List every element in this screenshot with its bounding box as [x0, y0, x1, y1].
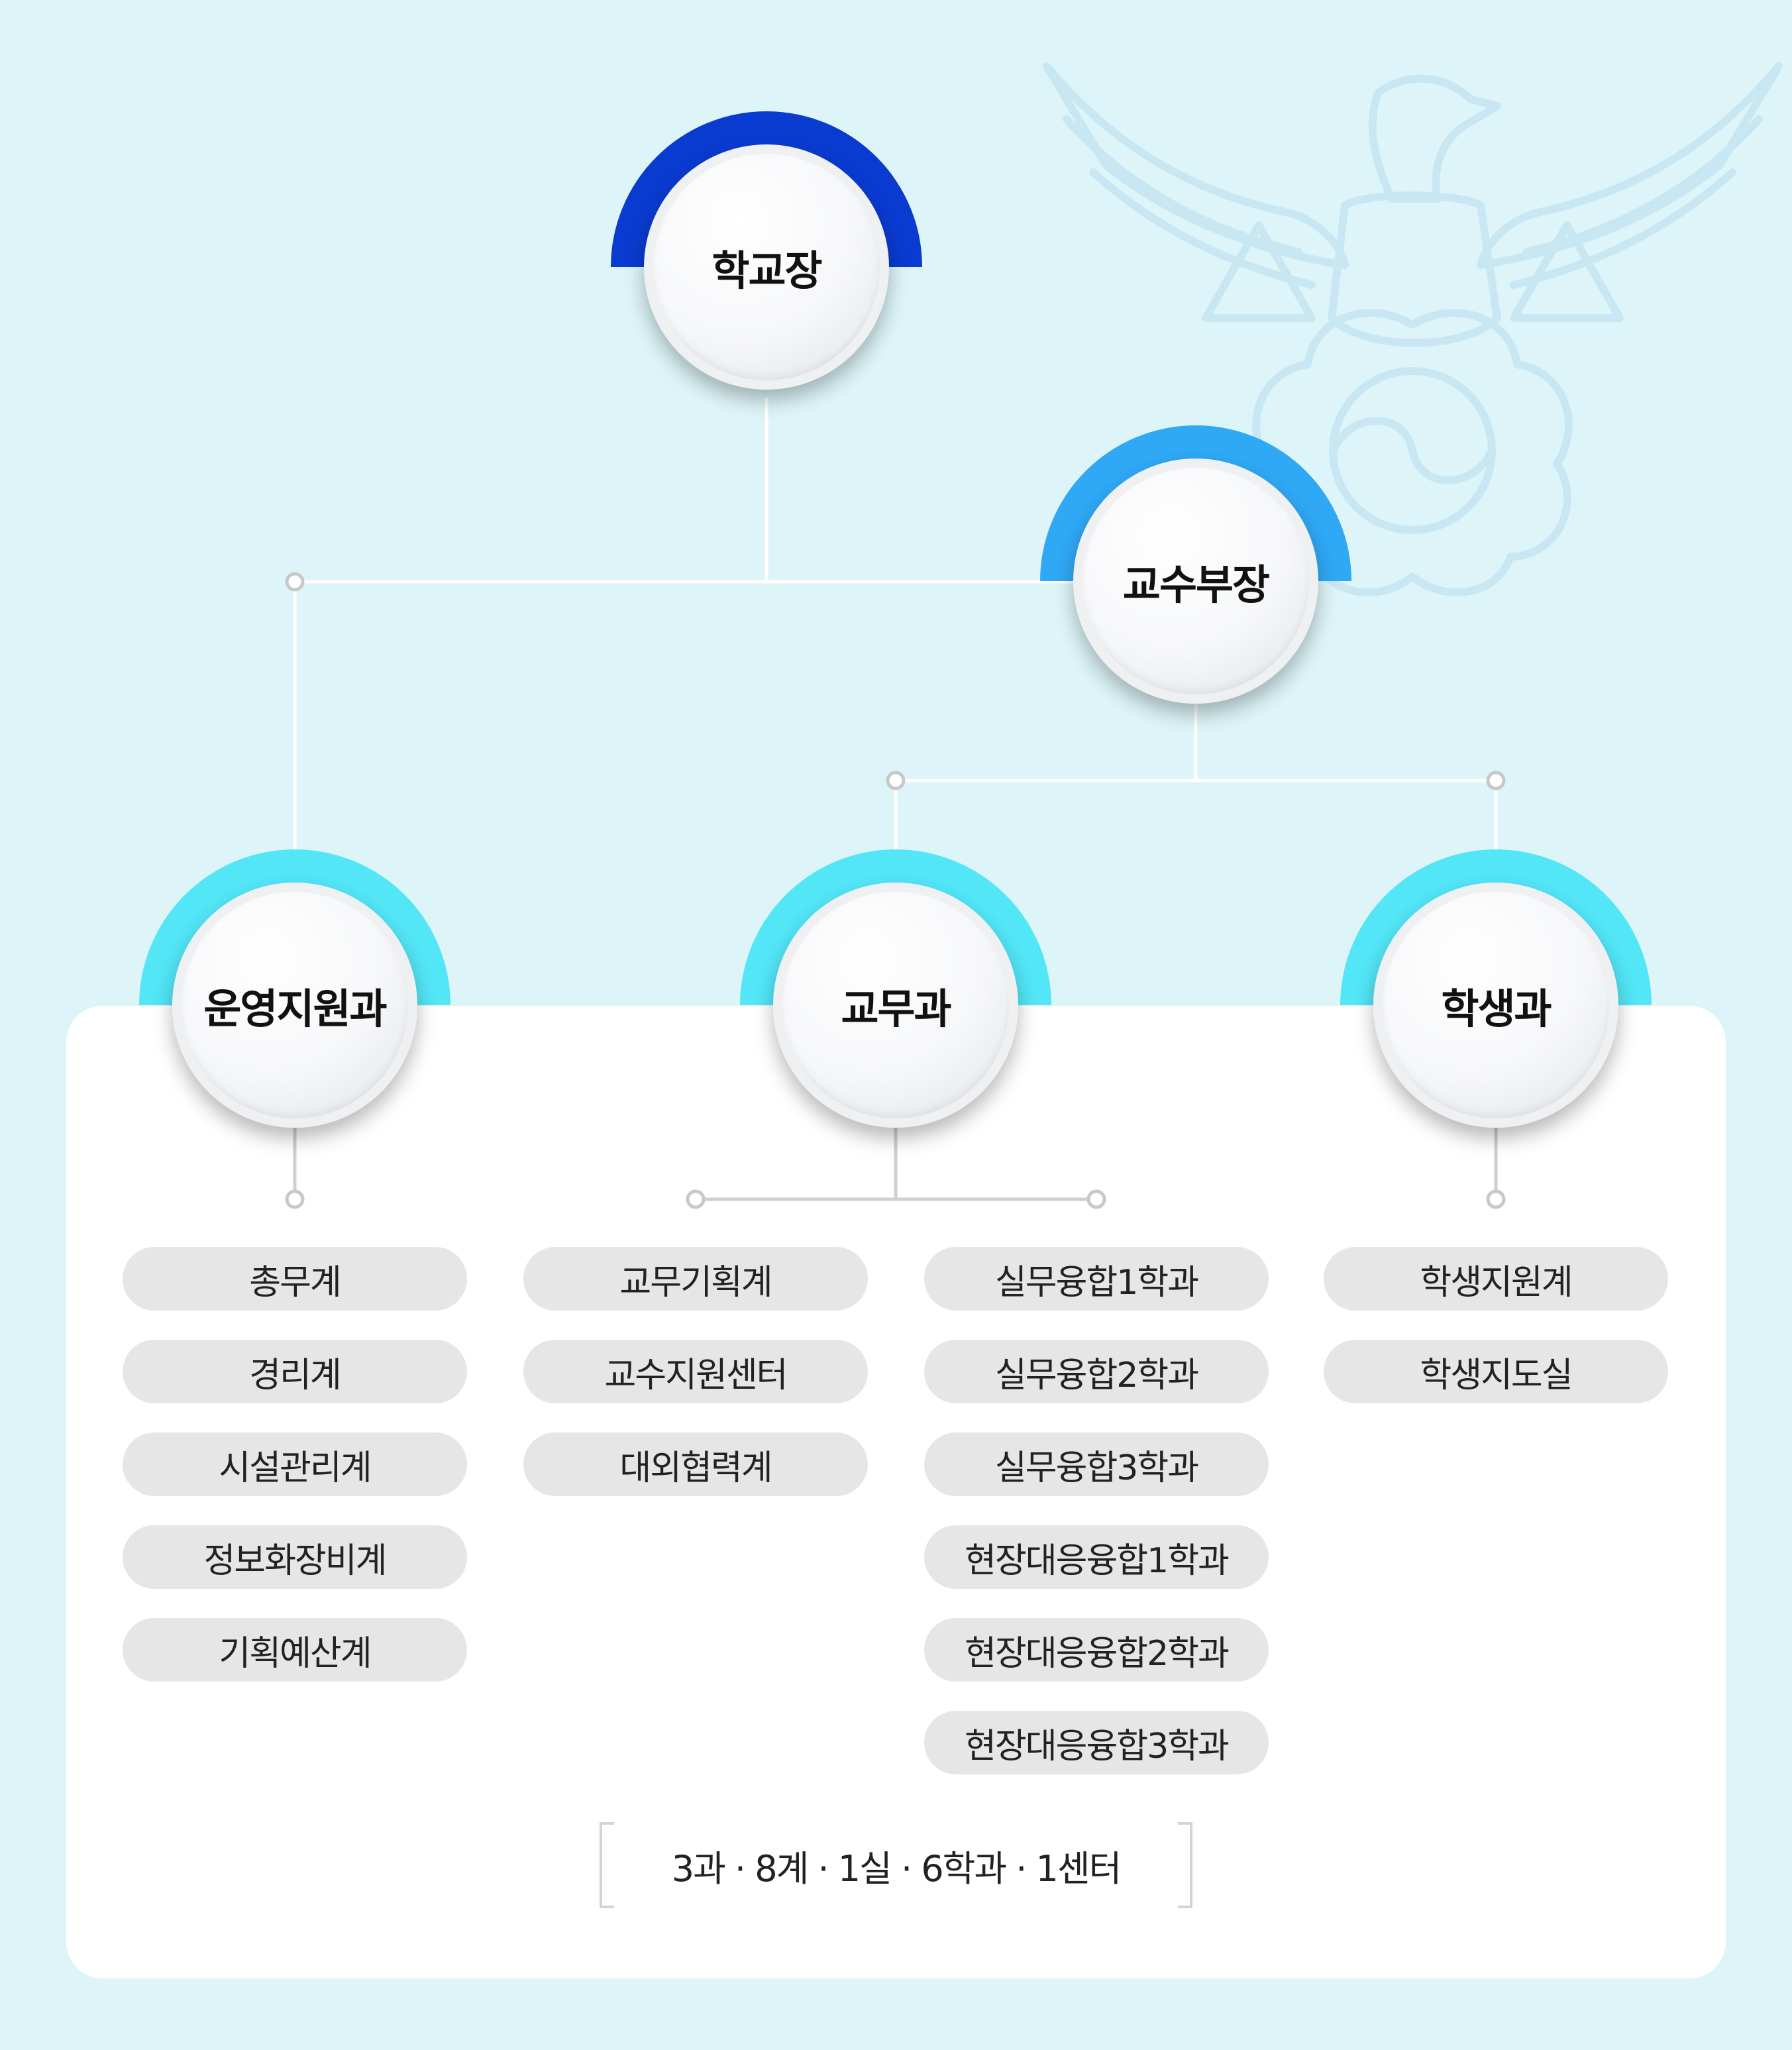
node-student-label: 학생과 — [1441, 985, 1552, 1033]
node-principal: 학교장 — [611, 111, 922, 423]
node-vice-principal-label: 교수부장 — [1122, 561, 1270, 609]
student-list: 학생지원계 학생지도실 — [1324, 1247, 1668, 1432]
list-item: 정보화장비계 — [123, 1525, 467, 1589]
node-operations: 운영지원과 — [139, 849, 450, 1161]
list-item: 시설관리계 — [123, 1432, 467, 1496]
list-item: 교수지원센터 — [523, 1340, 868, 1403]
academic-right-list: 실무융합1학과 실무융합2학과 실무융합3학과 현장대응융합1학과 현장대응융합… — [924, 1247, 1269, 1804]
summary-right-bracket — [1178, 1822, 1192, 1908]
police-eagle-emblem-icon — [1043, 62, 1783, 596]
node-academic-circle: 교무과 — [773, 883, 1018, 1128]
node-principal-circle: 학교장 — [644, 144, 889, 390]
list-item: 현장대응융합3학과 — [924, 1711, 1269, 1774]
list-item: 기획예산계 — [123, 1618, 467, 1682]
list-item: 현장대응융합1학과 — [924, 1525, 1269, 1589]
summary-box: 3과 · 8계 · 1실 · 6학과 · 1센터 — [600, 1822, 1192, 1908]
summary-left-bracket — [600, 1822, 614, 1908]
list-item: 현장대응융합2학과 — [924, 1618, 1269, 1682]
summary-text: 3과 · 8계 · 1실 · 6학과 · 1센터 — [671, 1847, 1122, 1890]
node-operations-circle: 운영지원과 — [172, 883, 417, 1128]
list-item: 총무계 — [123, 1247, 467, 1311]
node-vice-principal-circle: 교수부장 — [1073, 459, 1318, 704]
list-item: 실무융합1학과 — [924, 1247, 1269, 1311]
node-academic-label: 교무과 — [841, 985, 951, 1033]
list-item: 대외협력계 — [523, 1432, 868, 1496]
node-operations-label: 운영지원과 — [203, 985, 387, 1033]
node-student-circle: 학생과 — [1373, 883, 1618, 1128]
node-principal-label: 학교장 — [712, 246, 822, 295]
list-item: 학생지원계 — [1324, 1247, 1668, 1311]
list-item: 교무기획계 — [523, 1247, 868, 1311]
node-academic: 교무과 — [740, 849, 1051, 1161]
list-item: 학생지도실 — [1324, 1340, 1668, 1403]
node-student: 학생과 — [1340, 849, 1652, 1161]
academic-left-list: 교무기획계 교수지원센터 대외협력계 — [523, 1247, 868, 1525]
list-item: 실무융합2학과 — [924, 1340, 1269, 1403]
operations-list: 총무계 경리계 시설관리계 정보화장비계 기획예산계 — [123, 1247, 467, 1711]
list-item: 실무융합3학과 — [924, 1432, 1269, 1496]
node-vice-principal: 교수부장 — [1040, 425, 1351, 737]
list-item: 경리계 — [123, 1340, 467, 1403]
